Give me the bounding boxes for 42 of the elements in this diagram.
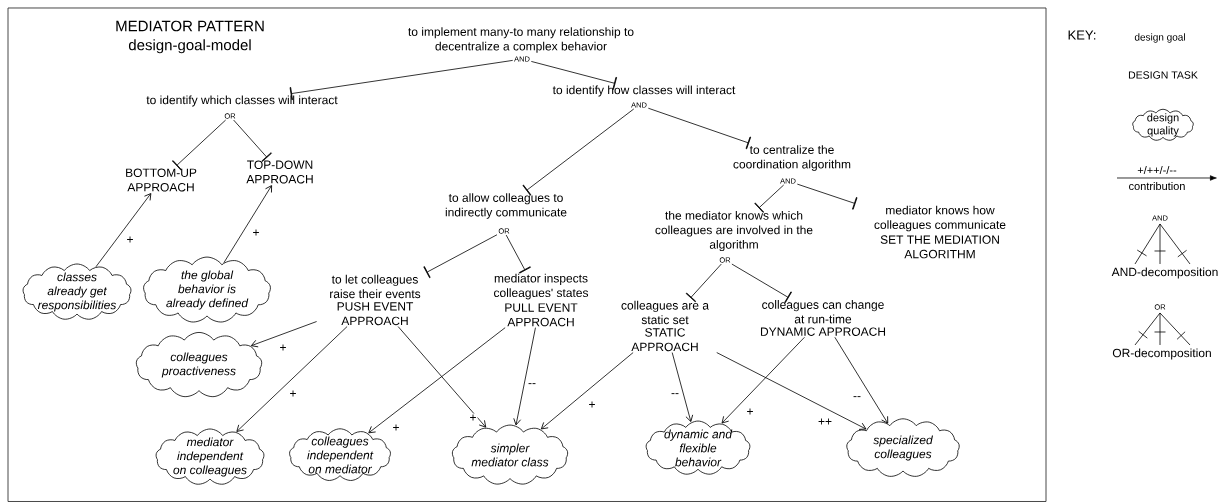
edge-label: + [468,413,478,423]
edge-label: + [745,407,755,417]
goal-text: to implement many-to many relationship to decentralize a complex behavior [408,27,634,53]
quality-cloud: specialized colleagues [846,418,960,477]
legend-text: contribution [1129,181,1185,191]
goal-text: to allow colleagues to indirectly communicate [445,193,567,219]
edge-label: + [288,389,298,399]
key-heading: KEY: [1068,30,1096,40]
quality-cloud: the global behavior is already defined [143,256,271,323]
quality-cloud: dynamic and flexible behavior [645,420,751,475]
task-text: to let colleagues raise their events PUSH EVENT APPROACH [330,274,421,326]
quality-cloud: colleagues independent on mediator [289,428,391,481]
edge-label: + [125,235,135,245]
edge-label: + [391,423,401,433]
goal-text: BOTTOM-UP APPROACH [126,168,197,192]
title: MEDIATOR PATTERN design-goal-model [116,20,264,54]
task-text: colleagues can change at run-time DYNAMIC APPROACH [761,300,885,336]
goal-text: to identify how classes will interact [552,85,736,97]
task-text: colleagues are a static set STATIC APPROACH [621,300,709,352]
legend-text: design goal [1134,33,1185,43]
edge-label: -- [527,382,537,388]
edge-label: + [278,343,288,353]
task-text: mediator knows how colleagues communicate SET THE MEDIATION ALGORITHM [874,205,1006,259]
edge-label: + [251,228,261,238]
goal-text: the mediator knows which colleagues are involved in the algorithm [655,210,813,252]
edge-label: -- [852,395,862,401]
goal-text: to identify which classes will interact [146,95,338,107]
goal-text: to centralize the coordination algorithm [733,145,851,171]
quality-cloud: classes already get responsibilities [22,263,132,320]
quality-cloud: colleagues proactiveness [135,332,263,398]
legend-text: DESIGN TASK [1128,71,1198,79]
quality-cloud: mediator independent on colleagues [155,428,265,485]
task-text: mediator inspects colleagues' states PULL EVENT APPROACH [494,273,589,327]
legend-cloud: design quality [1132,108,1194,141]
contribution-signs: +/++/-/-- [1137,165,1177,175]
edge-label: + [587,400,597,410]
edge-label: ++ [817,417,833,427]
goal-text: TOP-DOWN APPROACH [246,160,313,184]
legend-text: OR-decomposition [1112,348,1211,360]
edge-label: -- [670,392,680,398]
legend-text: AND-decomposition [1111,267,1218,279]
quality-cloud: simpler mediator class [451,424,569,485]
